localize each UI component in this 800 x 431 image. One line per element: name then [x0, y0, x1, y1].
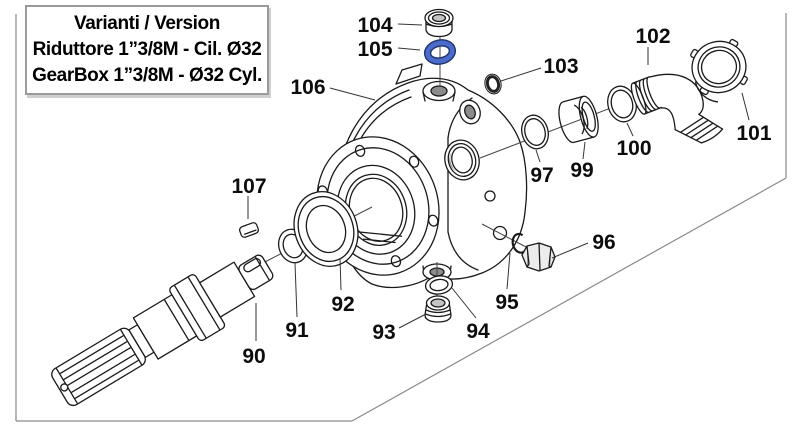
variant-line-italian: Riduttore 1”3/8M - Cil. Ø32 — [32, 39, 262, 60]
variant-title: Varianti / Version — [74, 13, 220, 34]
part-103-small-oring — [484, 73, 502, 95]
label-101: 101 — [736, 122, 771, 145]
part-104-cap — [424, 8, 454, 38]
part-92-oil-seal — [293, 191, 359, 267]
variant-info-box: Varianti / Version Riduttore 1”3/8M - Ci… — [25, 5, 269, 95]
part-101-ring-nut — [690, 38, 748, 103]
label-94: 94 — [466, 320, 490, 343]
housing-side-boss — [459, 99, 481, 125]
drawing-frame — [15, 13, 787, 422]
part-93-plug — [424, 295, 452, 323]
part-100-oring — [607, 85, 637, 123]
label-96: 96 — [592, 231, 615, 254]
part-number-labels: 90 91 92 93 94 95 96 97 99 100 101 102 1… — [231, 14, 771, 368]
label-92: 92 — [331, 293, 354, 316]
label-93: 93 — [372, 321, 395, 344]
part-102-elbow-fitting — [630, 73, 724, 146]
housing-ear-hole — [492, 225, 508, 241]
part-90-shaft — [51, 254, 274, 407]
label-104: 104 — [357, 14, 392, 37]
part-96-hex-plug — [521, 242, 556, 272]
part-107-key — [238, 222, 260, 238]
leader-lines — [247, 23, 750, 341]
part-97-seal-ring — [521, 114, 549, 150]
label-90: 90 — [242, 345, 265, 368]
elbow-collar — [630, 76, 663, 115]
label-95: 95 — [495, 291, 519, 314]
variant-line-english: GearBox 1”3/8M - Ø32 Cyl. — [32, 65, 262, 86]
housing-side-port — [444, 139, 480, 181]
part-99-bushing — [558, 95, 599, 144]
label-100: 100 — [616, 137, 651, 160]
housing-recess — [484, 190, 496, 202]
label-107: 107 — [231, 175, 266, 198]
label-105: 105 — [357, 38, 392, 61]
label-97: 97 — [530, 164, 553, 187]
shaft-keyway — [243, 257, 262, 273]
label-91: 91 — [285, 319, 309, 342]
housing-top-boss — [422, 80, 456, 102]
label-99: 99 — [570, 159, 593, 182]
housing-tab — [395, 63, 423, 85]
label-103: 103 — [543, 55, 578, 78]
part-105-oring-highlighted — [423, 39, 457, 65]
part-94-oring — [424, 275, 454, 295]
label-102: 102 — [635, 25, 670, 48]
label-106: 106 — [290, 76, 325, 99]
elbow-barb-end — [674, 113, 724, 144]
